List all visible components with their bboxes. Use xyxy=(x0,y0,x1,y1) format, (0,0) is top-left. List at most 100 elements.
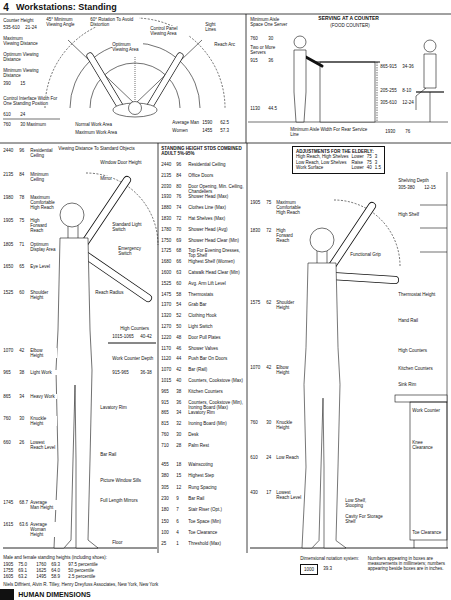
dimension-value: 1750 xyxy=(161,238,172,243)
annotation-label: Normal Work Area xyxy=(75,122,112,127)
standing-figure-profile xyxy=(332,206,395,280)
annotation-label: Hand Rail xyxy=(398,318,418,323)
annotation-label: Lowest Reach Level xyxy=(30,440,57,450)
annotation-label: Minimum Aisle Width For Rear Service Lin… xyxy=(290,127,371,137)
dimension-value: 1590 xyxy=(202,120,213,125)
annotation-label: Toe Clearance xyxy=(188,530,245,535)
annotation-label: Push Bar On Doors xyxy=(188,356,245,361)
dimension-value: 915 xyxy=(250,58,258,63)
dimension-value: 305 xyxy=(161,485,169,490)
dimension-value: 1600 xyxy=(161,270,172,275)
dimension-value: 710 xyxy=(161,443,169,448)
annotation-label: Elbow Height xyxy=(30,348,57,358)
annotation-label: Lavatory Rim xyxy=(188,410,245,415)
annotation-label: Bar Rail xyxy=(188,496,245,501)
dimension-value: 30 xyxy=(176,432,182,437)
dimension-value: 2135 xyxy=(161,173,172,178)
dimension-value: 34 xyxy=(19,394,25,399)
counter-service-figures xyxy=(294,36,306,48)
dimension-value: 1220 xyxy=(161,335,172,340)
annotation-label: Optimum Viewing Distance xyxy=(3,52,40,62)
dimension-value: 76 xyxy=(405,129,411,134)
plan-view-figure xyxy=(90,56,180,106)
annotation-label: Toe Clearance xyxy=(412,530,445,535)
annotation-label: (FOOD COUNTER) xyxy=(330,23,370,28)
annotation-label: Bar (Rail) xyxy=(188,367,245,372)
page-title: Workstations: Standing xyxy=(16,2,117,12)
standing-figure-profile xyxy=(420,228,447,229)
dimension-value: 1525 xyxy=(161,281,172,286)
annotation-label: Residential Ceiling xyxy=(30,148,57,158)
frame-line xyxy=(0,14,451,15)
annotation-label: Functional Grip xyxy=(350,252,381,257)
dimension-value: 30 xyxy=(266,420,272,425)
dimension-value: 915-965 xyxy=(112,370,129,375)
dimension-value: 1905 xyxy=(3,562,14,567)
dimension-value: 69.1 xyxy=(18,568,27,573)
standing-figure-front xyxy=(84,180,148,298)
annotation-label: Minimum Ceiling xyxy=(30,172,57,182)
dimension-value: 63 xyxy=(176,270,182,275)
annotation-label: Niels Diffrient, Alvin R. Tilley, Henry … xyxy=(3,582,159,587)
annotation-label: High Counters xyxy=(120,326,149,331)
dimension-value: 815 xyxy=(161,421,169,426)
annotation-label: Average Woman Height xyxy=(30,522,57,537)
standing-figure-front xyxy=(84,180,148,298)
annotation-label: Clothes Line (Max) xyxy=(188,205,245,210)
dimension-value: 60 xyxy=(176,281,182,286)
standing-figure-profile xyxy=(395,395,447,402)
dimension-value: 62 xyxy=(266,300,272,305)
dimension-value: 1615 xyxy=(3,522,14,527)
dimension-value: 1880 xyxy=(161,205,172,210)
dimension-value: 66 xyxy=(176,259,182,264)
annotation-label: 97.5 percentile xyxy=(68,562,98,567)
annotation-label: Maximum Work Area xyxy=(75,130,117,135)
dimension-value: 18 xyxy=(176,462,182,467)
standing-figure-profile xyxy=(250,548,448,549)
dimension-value: 36 xyxy=(268,58,274,63)
dimension-value: 65 xyxy=(19,264,25,269)
dimension-value: 72 xyxy=(176,216,182,221)
dimension-value: 535-610 xyxy=(3,25,20,30)
annotation-label: Minimum Viewing Distance xyxy=(3,68,40,78)
dimension-value: 760 xyxy=(3,122,11,127)
annotation-label: Counters, Cookstove (Min), Ironing Board… xyxy=(188,400,245,410)
annotation-label: Optimum Display Area xyxy=(30,242,57,252)
annotation-label: 45° Minimum Viewing Angle xyxy=(46,17,85,27)
dimension-value: 42 xyxy=(19,348,25,353)
annotation-label: Shower Head Clear (Min) xyxy=(188,238,245,243)
dimension-value: 96 xyxy=(19,148,25,153)
counter-service-figures xyxy=(248,36,448,122)
dimension-value: 64.0 xyxy=(51,568,60,573)
dimension-value: 74 xyxy=(176,205,182,210)
annotation-label: Hat Shelves (Max) xyxy=(188,216,245,221)
box-text: Raise xyxy=(352,160,364,165)
dimension-value: 68 xyxy=(176,248,182,253)
dimension-value: 205-255 xyxy=(380,88,397,93)
dimension-value: 1905 xyxy=(3,218,14,223)
dimension-value: 58 xyxy=(176,292,182,297)
dimension-value: 25 xyxy=(161,541,167,546)
dimension-value: 1270 xyxy=(161,324,172,329)
dimension-value: 42 xyxy=(266,365,272,370)
dimension-value: 1625 xyxy=(36,568,47,573)
plan-view-figure xyxy=(129,102,142,115)
annotation-label: Standard Light Switch xyxy=(112,222,153,232)
dimension-value: 76 xyxy=(176,194,182,199)
counter-service-figures xyxy=(315,61,380,62)
dimension-value: 865 xyxy=(3,394,11,399)
annotation-label: Lavatory Rim xyxy=(100,405,127,410)
annotation-label: Maximum Viewing Distance xyxy=(3,36,40,46)
dimension-value: 915 xyxy=(161,400,169,405)
annotation-label: Viewing Distance To Standard Objects xyxy=(58,146,135,151)
dimension-value: 26 xyxy=(19,440,25,445)
annotation-label: 2.5 percentile xyxy=(68,574,96,579)
standing-figure-profile xyxy=(420,252,447,253)
frame-line xyxy=(0,143,451,144)
dimension-value: 1015 xyxy=(161,378,172,383)
annotation-label: Shower Valves xyxy=(188,346,245,351)
counter-service-figures xyxy=(377,62,378,122)
dimension-value: 48 xyxy=(176,335,182,340)
dimension-value: 865-915 xyxy=(380,64,397,69)
box-text: 75 xyxy=(367,160,372,165)
